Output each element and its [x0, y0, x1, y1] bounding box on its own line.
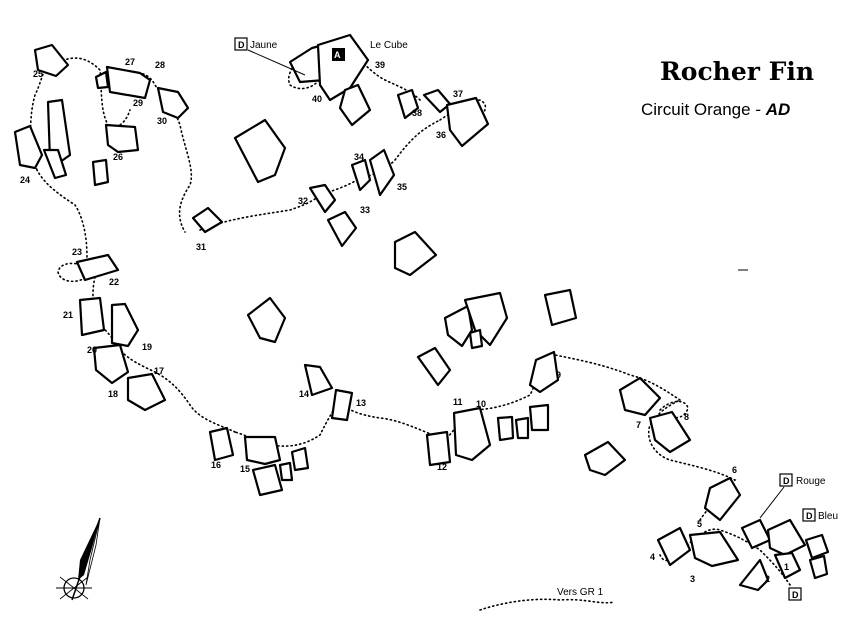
problem-26: 26: [113, 152, 123, 162]
problem-13: 13: [356, 398, 366, 408]
start-marker-bleu: D Bleu: [802, 508, 838, 522]
problem-16: 16: [211, 460, 221, 470]
problem-2: 2: [765, 574, 770, 584]
problem-25: 25: [33, 69, 43, 79]
problem-17: 17: [154, 366, 164, 376]
problem-28: 28: [155, 60, 165, 70]
problem-14: 14: [299, 389, 309, 399]
problem-29: 29: [133, 98, 143, 108]
problem-12: 12: [437, 462, 447, 472]
label-le-cube: Le Cube: [370, 40, 408, 51]
north-arrow-icon: [56, 517, 101, 601]
problem-21: 21: [63, 310, 73, 320]
problem-20: 20: [87, 345, 97, 355]
problem-39: 39: [375, 60, 385, 70]
problem-24: 24: [20, 175, 30, 185]
problem-3: 3: [690, 574, 695, 584]
label-rouge: Rouge: [796, 476, 826, 487]
problem-32: 32: [298, 196, 308, 206]
label-vers-gr1: Vers GR 1: [557, 587, 604, 598]
problem-1: 1: [784, 562, 789, 572]
problem-22: 22: [109, 277, 119, 287]
svg-text:D: D: [792, 590, 799, 600]
problem-27: 27: [125, 57, 135, 67]
problem-8: 8: [684, 412, 689, 422]
map-subtitle: Circuit Orange - AD: [641, 100, 790, 119]
start-marker-orange: D: [788, 587, 802, 601]
problem-11: 11: [453, 397, 463, 407]
problem-36: 36: [436, 130, 446, 140]
svg-text:D: D: [238, 40, 245, 50]
problem-numbers: 1 2 3 4 5 6 7 8 9 10 11 12 13 14 15 16 1…: [20, 57, 789, 584]
svg-text:D: D: [783, 476, 790, 486]
start-marker-rouge: D Rouge: [759, 473, 826, 519]
problem-15: 15: [240, 464, 250, 474]
problem-40: 40: [312, 94, 322, 104]
map-title: Rocher Fin: [660, 57, 814, 86]
problem-7: 7: [636, 420, 641, 430]
label-bleu: Bleu: [818, 511, 838, 522]
problem-34: 34: [354, 152, 364, 162]
svg-text:D: D: [806, 511, 813, 521]
problem-30: 30: [157, 116, 167, 126]
problem-4: 4: [650, 552, 655, 562]
problem-5: 5: [697, 519, 702, 529]
problem-19: 19: [142, 342, 152, 352]
problem-38: 38: [412, 108, 422, 118]
problem-37: 37: [453, 89, 463, 99]
gr1-path: Vers GR 1: [479, 587, 616, 611]
boulders: [13, 33, 830, 592]
start-marker-jaune: D Jaune: [234, 37, 306, 76]
problem-33: 33: [360, 205, 370, 215]
circuit-trail: [29, 43, 791, 586]
problem-10: 10: [476, 399, 486, 409]
arrival-marker: A: [332, 48, 345, 61]
label-jaune: Jaune: [250, 40, 278, 51]
problem-35: 35: [397, 182, 407, 192]
problem-31: 31: [196, 242, 206, 252]
problem-23: 23: [72, 247, 82, 257]
problem-6: 6: [732, 465, 737, 475]
svg-text:A: A: [334, 50, 341, 60]
problem-18: 18: [108, 389, 118, 399]
problem-9: 9: [556, 370, 561, 380]
